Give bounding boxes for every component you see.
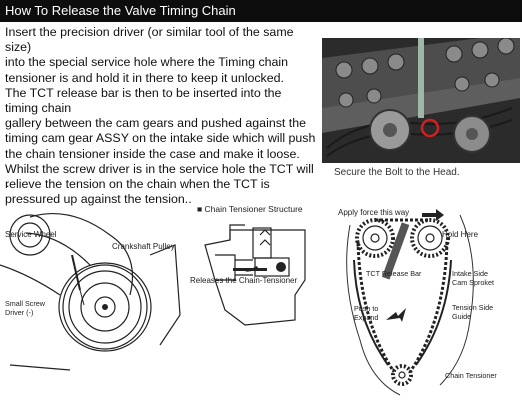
instruction-line: the chain tensioner inside the case and … — [5, 146, 300, 161]
crankshaft-pulley-label: Crankshaft Pulley — [112, 242, 175, 251]
intake-side-label-line1: Intake Side — [452, 269, 488, 278]
crankshaft-drawing — [0, 212, 181, 371]
instructions-paragraph: Insert the precision driver (or similar … — [5, 25, 317, 207]
tensioner-structure-diagram: ■ Chain Tensioner Structure Releases the… — [185, 200, 325, 400]
heading-marker-icon: ■ — [197, 204, 203, 214]
tension-side-guide-line1: Tension Side — [452, 303, 494, 312]
timing-chain-diagram: Apply force this way Hold Here TCT Relea… — [330, 200, 522, 400]
tensioner-drawing — [204, 224, 306, 326]
chain-tensioner-label: Chain Tensioner — [445, 371, 497, 380]
stray-mark: . — [6, 176, 10, 190]
screw-driver-label: Small Screw Driver (-) — [5, 299, 45, 317]
tct-release-bar-label: TCT Release Bar — [366, 269, 422, 278]
instruction-line: Whilst the screw driver is in the servic… — [5, 161, 314, 176]
instruction-line: relieve the tension on the chain when th… — [5, 177, 270, 192]
page-title: How To Release the Valve Timing Chain — [0, 0, 522, 22]
instruction-line: pressured up against the tension.. — [5, 192, 192, 207]
instruction-line: Insert the precision driver (or similar … — [5, 25, 294, 55]
push-to-expand-line1: Push to — [354, 304, 379, 313]
crankshaft-diagram: Service Wheel Crankshaft Pulley Small Sc… — [0, 195, 185, 400]
push-to-expand-line2: Expand — [354, 312, 379, 322]
instruction-line: The TCT release bar is then to be insert… — [5, 85, 282, 116]
apply-force-label: Apply force this way — [338, 208, 410, 217]
releases-tensioner-label: Releases the Chain-Tensioner — [190, 276, 298, 285]
timing-chain-drawing — [346, 209, 474, 396]
instruction-line: gallery between the cam gears and pushed… — [5, 116, 307, 131]
push-to-expand-label: Push to Expand — [354, 304, 379, 322]
tensioner-heading: ■ Chain Tensioner Structure — [197, 204, 303, 214]
instruction-line: timing cam gear ASSY on the intake side … — [5, 131, 316, 146]
instruction-line: into the special service hole where the … — [5, 55, 289, 70]
service-wheel-label: Service Wheel — [5, 230, 57, 239]
intake-side-label: Intake Side Cam Sproket — [452, 269, 494, 287]
engine-photo — [322, 38, 520, 163]
hold-here-label: Hold Here — [442, 230, 479, 239]
intake-side-label-line2: Cam Sproket — [452, 277, 494, 287]
screw-driver-label-line2: Driver (-) — [5, 307, 34, 317]
screw-driver-label-line1: Small Screw — [5, 299, 45, 308]
instruction-line: tensioner is and hold it in there to kee… — [5, 70, 284, 85]
tension-side-guide-line2: Guide — [452, 311, 472, 321]
tensioner-heading-text: Chain Tensioner Structure — [204, 204, 303, 214]
photo-caption: Secure the Bolt to the Head. — [334, 167, 460, 178]
tension-side-guide-label: Tension Side Guide — [452, 303, 494, 321]
